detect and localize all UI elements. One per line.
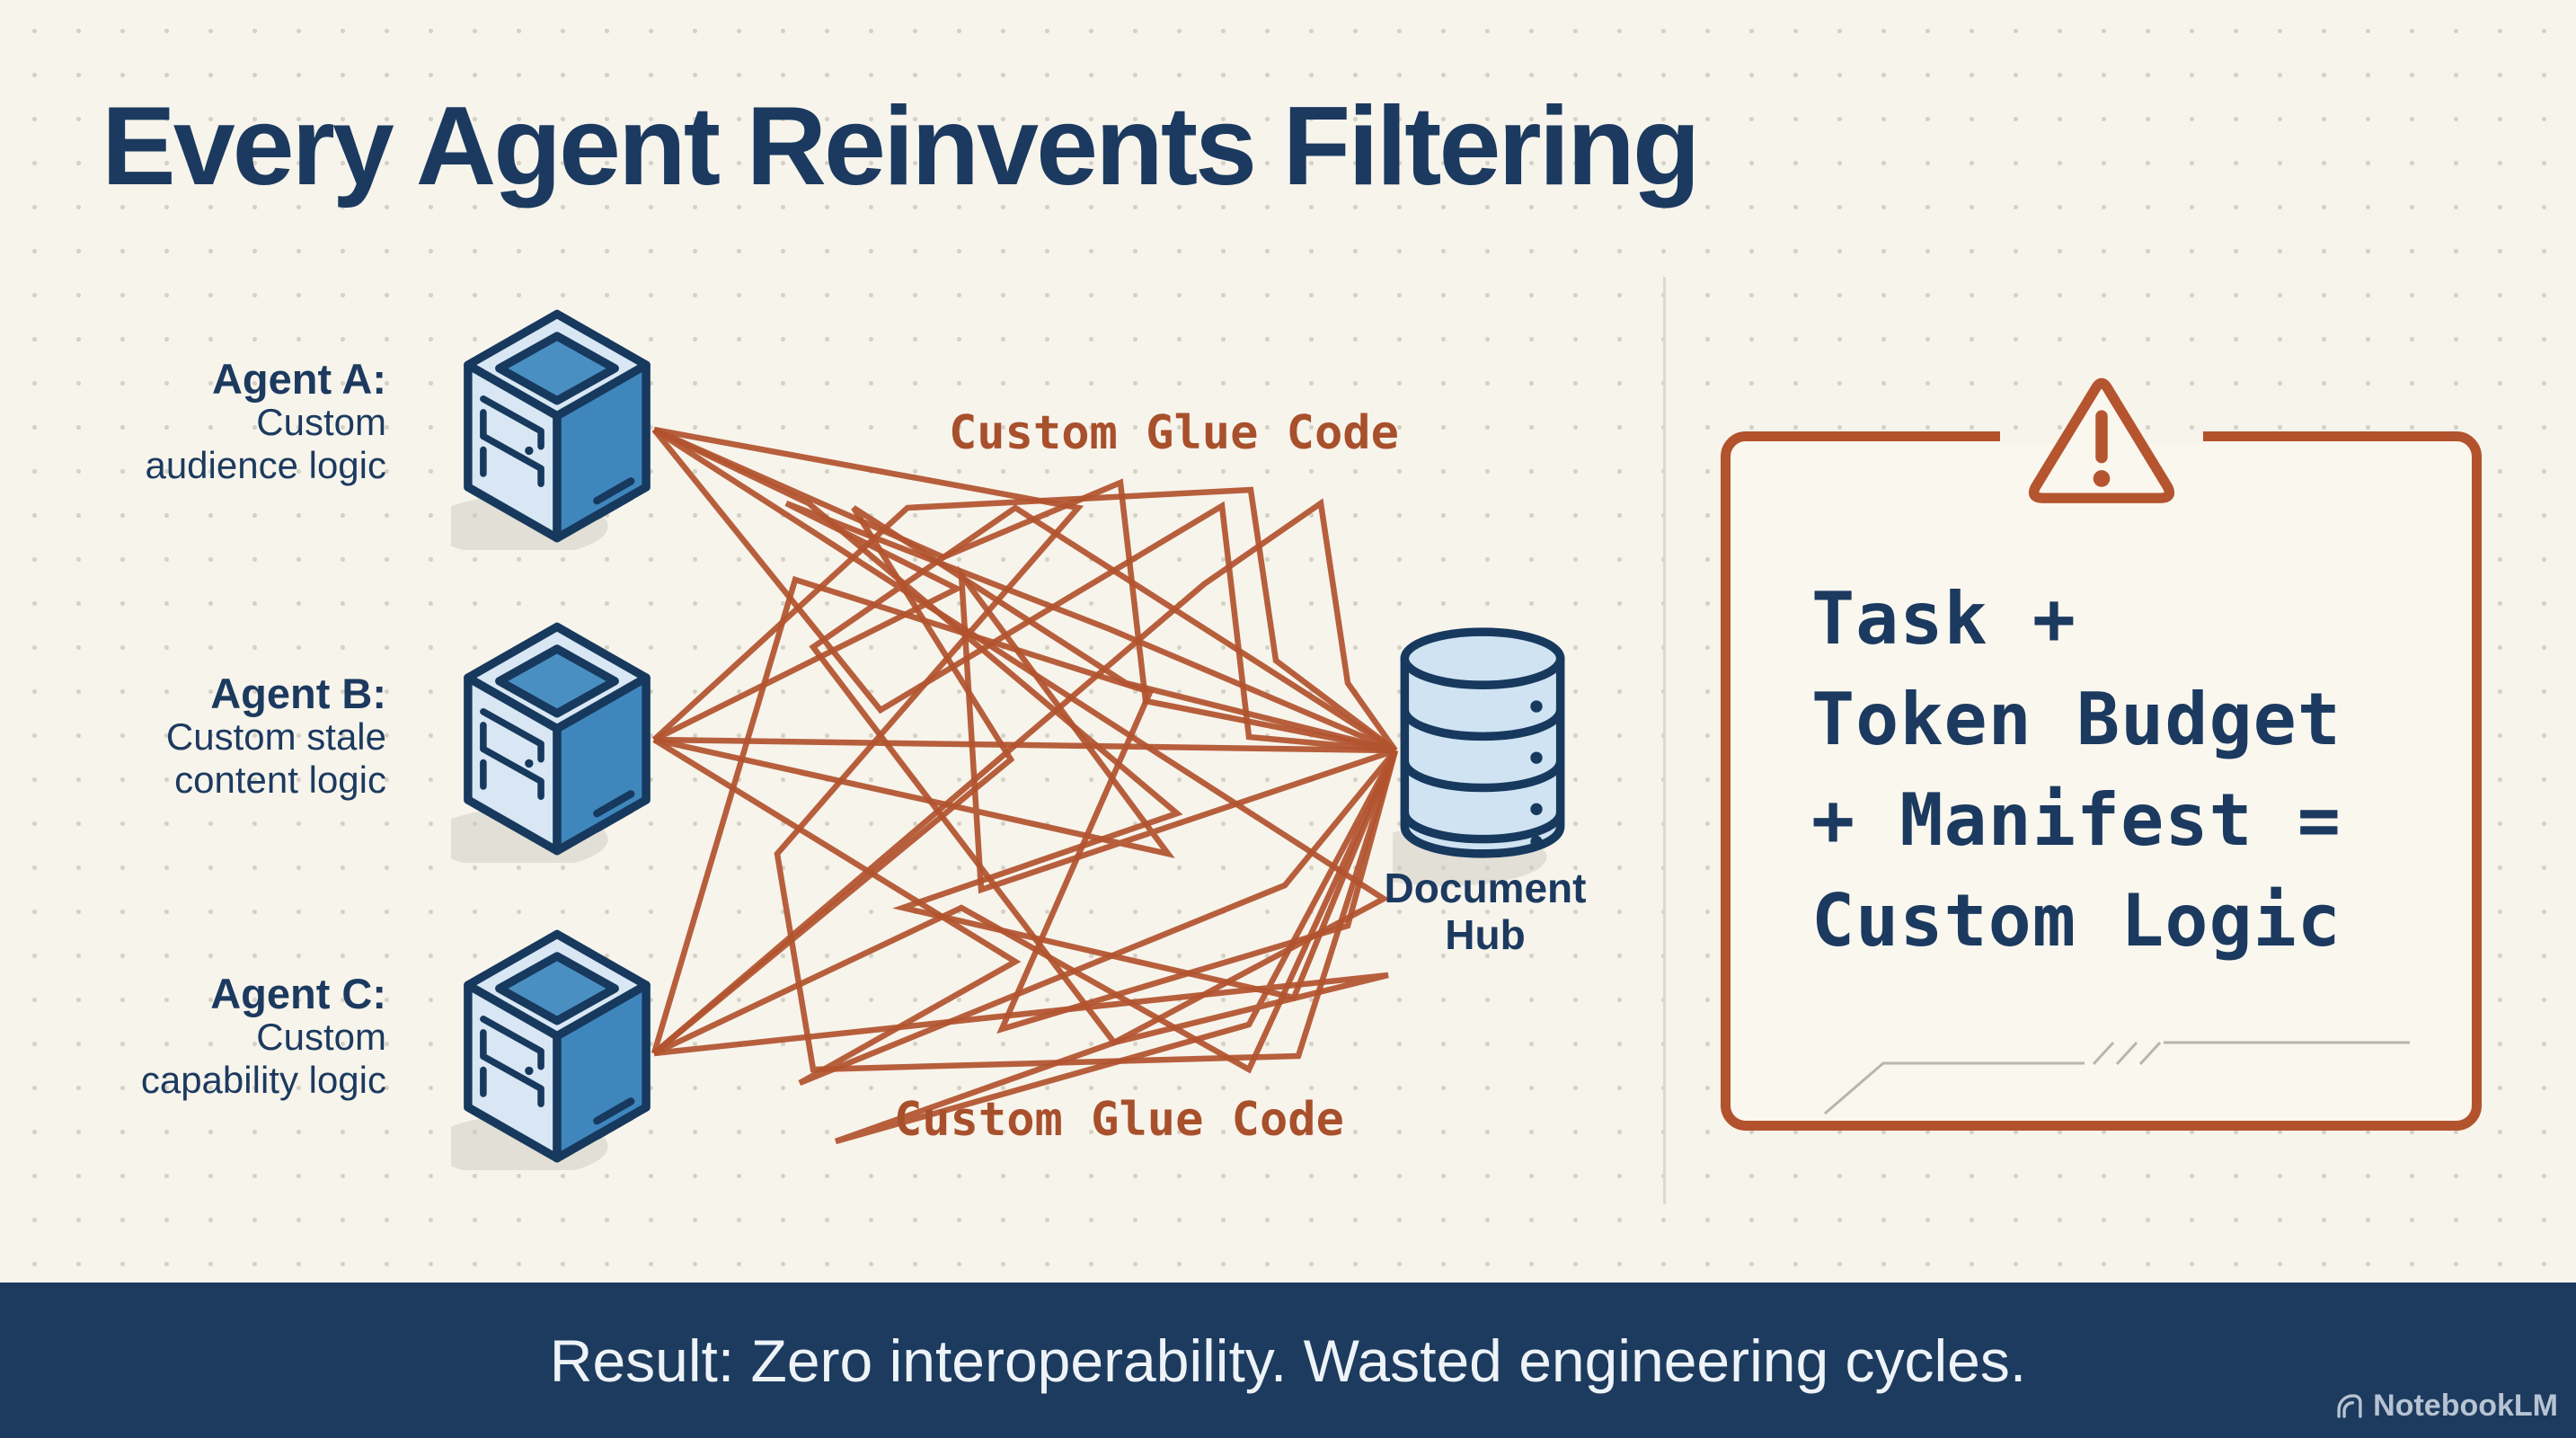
agent-b-desc-2: content logic — [174, 759, 386, 801]
footer-banner: Result: Zero interoperability. Wasted en… — [0, 1283, 2576, 1438]
agent-a-desc-2: audience logic — [145, 444, 386, 486]
glue-code-label-top: Custom Glue Code — [949, 406, 1399, 460]
document-hub-label-line2: Hub — [1445, 911, 1526, 958]
agent-c-label: Agent C: Custom capability logic — [0, 972, 386, 1102]
warning-formula-line3: + Manifest = — [1811, 778, 2341, 862]
notebooklm-logo-icon — [2337, 1393, 2362, 1418]
agent-c-name: Agent C: — [210, 970, 386, 1017]
agent-c-server-icon — [451, 929, 651, 1170]
glue-code-label-bottom: Custom Glue Code — [894, 1093, 1344, 1147]
agent-c-desc-2: capability logic — [140, 1059, 386, 1101]
warning-panel: Task + Token Budget + Manifest = Custom … — [1721, 377, 2482, 1131]
warning-formula-line1: Task + — [1811, 577, 2076, 661]
document-hub-label: Document Hub — [1382, 865, 1589, 958]
agent-b-label: Agent B: Custom stale content logic — [0, 672, 386, 802]
document-hub-label-line1: Document — [1384, 865, 1587, 911]
vertical-divider — [1663, 277, 1666, 1204]
warning-formula: Task + Token Budget + Manifest = Custom … — [1811, 569, 2341, 972]
database-icon — [1393, 627, 1565, 886]
agent-b-desc-1: Custom stale — [165, 715, 386, 758]
agent-a-label: Agent A: Custom audience logic — [0, 358, 386, 487]
agent-a-name: Agent A: — [211, 355, 386, 403]
agent-b-server-icon — [451, 622, 651, 863]
warning-icon — [2028, 377, 2174, 503]
agent-a-desc-1: Custom — [256, 401, 386, 443]
notebooklm-watermark: NotebookLM — [2334, 1389, 2558, 1424]
agent-a-server-icon — [451, 309, 651, 550]
warning-formula-line2: Token Budget — [1811, 678, 2341, 761]
agent-c-desc-1: Custom — [256, 1016, 386, 1058]
warning-formula-line4: Custom Logic — [1811, 879, 2341, 963]
footer-result-text: Result: Zero interoperability. Wasted en… — [549, 1327, 2027, 1394]
agent-b-name: Agent B: — [210, 670, 386, 717]
notebooklm-watermark-text: NotebookLM — [2373, 1389, 2558, 1423]
page-title: Every Agent Reinvents Filtering — [102, 84, 1701, 209]
